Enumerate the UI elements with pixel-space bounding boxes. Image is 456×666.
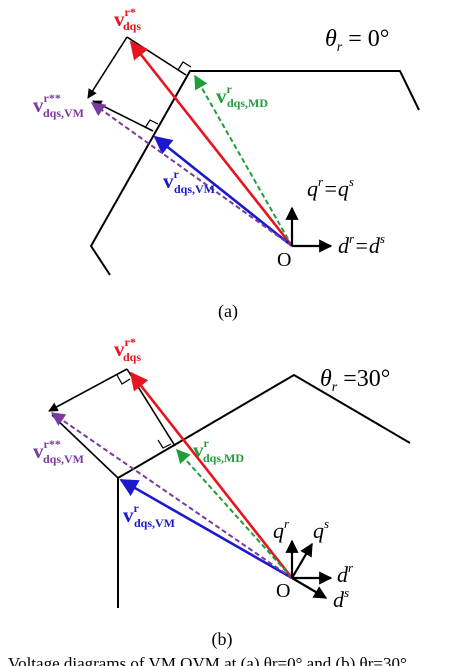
projection-arrow-b2	[126, 368, 176, 447]
projection-arrow-a1	[87, 36, 128, 99]
label-v-vmstar-b: vr**	[33, 437, 61, 463]
caption-b: (b)	[212, 629, 233, 650]
right-angle-mark-b2	[157, 439, 172, 449]
caption-a: (a)	[218, 301, 238, 322]
figure-caption: Voltage diagrams of VM OVM at (a) θr=0° …	[8, 654, 407, 666]
hexagon-boundary-b	[117, 373, 411, 608]
label-v-vm-sub-a: dqs,VM	[174, 182, 215, 196]
hexagon-boundary-a	[89, 70, 420, 276]
label-v-vm-a: vr	[163, 167, 180, 193]
origin-label-b: O	[276, 580, 290, 602]
q-s-axis-b	[291, 542, 313, 579]
right-angle-mark-a1	[177, 61, 192, 71]
label-v-ref-sub-a: dqs	[123, 19, 141, 33]
perpendicular-line-a	[126, 36, 187, 76]
vm-star-vector-b	[50, 412, 293, 579]
label-d-axis-a: dr=ds	[338, 231, 385, 258]
label-q-r-b: qr	[273, 516, 290, 543]
label-q-s-b: qs	[313, 516, 329, 543]
right-angle-mark-a2	[144, 119, 159, 129]
vm-vector-b	[119, 478, 293, 580]
vm-star-vector-a	[90, 102, 293, 247]
label-v-ref-b: vr*	[114, 335, 136, 361]
label-q-axis-a: qr=qs	[307, 174, 354, 201]
label-v-vmstar-sub-a: dqs,VM	[43, 106, 84, 120]
label-v-vm-sub-b: dqs,VM	[134, 516, 175, 530]
projection-arrow-b1	[48, 368, 128, 412]
label-v-md-a: vr	[216, 82, 233, 108]
label-v-md-sub-a: dqs,MD	[227, 96, 268, 110]
projection-arrow-a2	[92, 100, 154, 132]
md-vector-a	[194, 74, 293, 247]
d-s-axis-b	[291, 577, 328, 599]
label-d-r-b: dr	[337, 560, 354, 587]
label-v-vmstar-a: vr**	[33, 91, 61, 117]
reference-vector-b	[129, 371, 294, 579]
right-angle-mark-b1	[116, 374, 131, 385]
diagram-a: θr = 0° vr* dqs vr** dqs,VM vr dqs,MD vr…	[33, 5, 420, 322]
label-v-ref-sub-b: dqs	[123, 350, 141, 364]
reference-vector-a	[129, 40, 294, 247]
theta-label-b: θr =30°	[320, 366, 390, 395]
theta-label-a: θr = 0°	[325, 26, 389, 55]
vm-vector-a	[153, 135, 293, 248]
label-v-md-b: vr	[193, 436, 210, 462]
projection-arrow-b3	[51, 414, 119, 479]
label-v-vmstar-sub-b: dqs,VM	[43, 452, 84, 466]
label-v-ref-a: vr*	[114, 5, 136, 31]
label-d-s-b: ds	[333, 585, 349, 612]
diagram-b: θr =30° vr* dqs vr** dqs,VM vr dqs,MD vr…	[33, 335, 411, 650]
label-v-md-sub-b: dqs,MD	[203, 451, 244, 465]
origin-label-a: O	[277, 249, 291, 271]
md-vector-b	[176, 448, 293, 579]
label-v-vm-b: vr	[123, 501, 140, 527]
